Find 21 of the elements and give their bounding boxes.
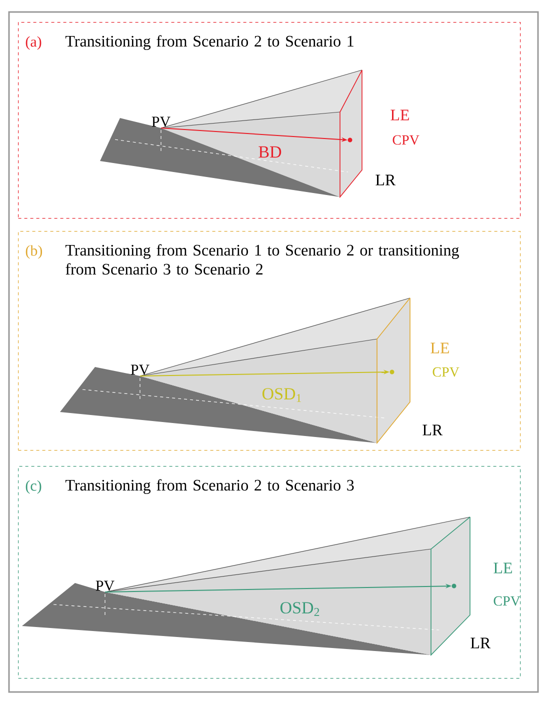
edge-label: BD <box>258 146 282 158</box>
point-label: PV <box>96 580 114 591</box>
part-label: LR <box>470 638 491 648</box>
panel-title: Transitioning from Scenario 1 to Scenario 2 or transitioning from Scenario 3 to Scenario 2 <box>65 244 459 275</box>
part-label: LE <box>494 562 512 574</box>
panel-letter: (a) <box>26 36 42 50</box>
edge-label: OSD$_{1}$ <box>262 388 302 402</box>
point-label: PV <box>152 116 170 127</box>
panel-letter: (b) <box>26 245 42 259</box>
part-label: CPV <box>392 135 420 145</box>
part-label: LE <box>430 342 449 354</box>
part-label: LE <box>390 110 409 120</box>
panel-title: Transitioning from Scenario 2 to Scenario 1 <box>65 35 354 50</box>
part-label: LR <box>422 424 443 436</box>
part-label: CPV <box>432 367 460 377</box>
part-label: LR <box>376 174 396 186</box>
point-label: PV <box>130 364 150 375</box>
edge-label: OSD$_{2}$ <box>280 602 320 616</box>
part-label: CPV <box>494 596 520 606</box>
panel-letter: (c) <box>26 480 42 494</box>
panel-title: Transitioning from Scenario 2 to Scenario 3 <box>65 479 354 494</box>
